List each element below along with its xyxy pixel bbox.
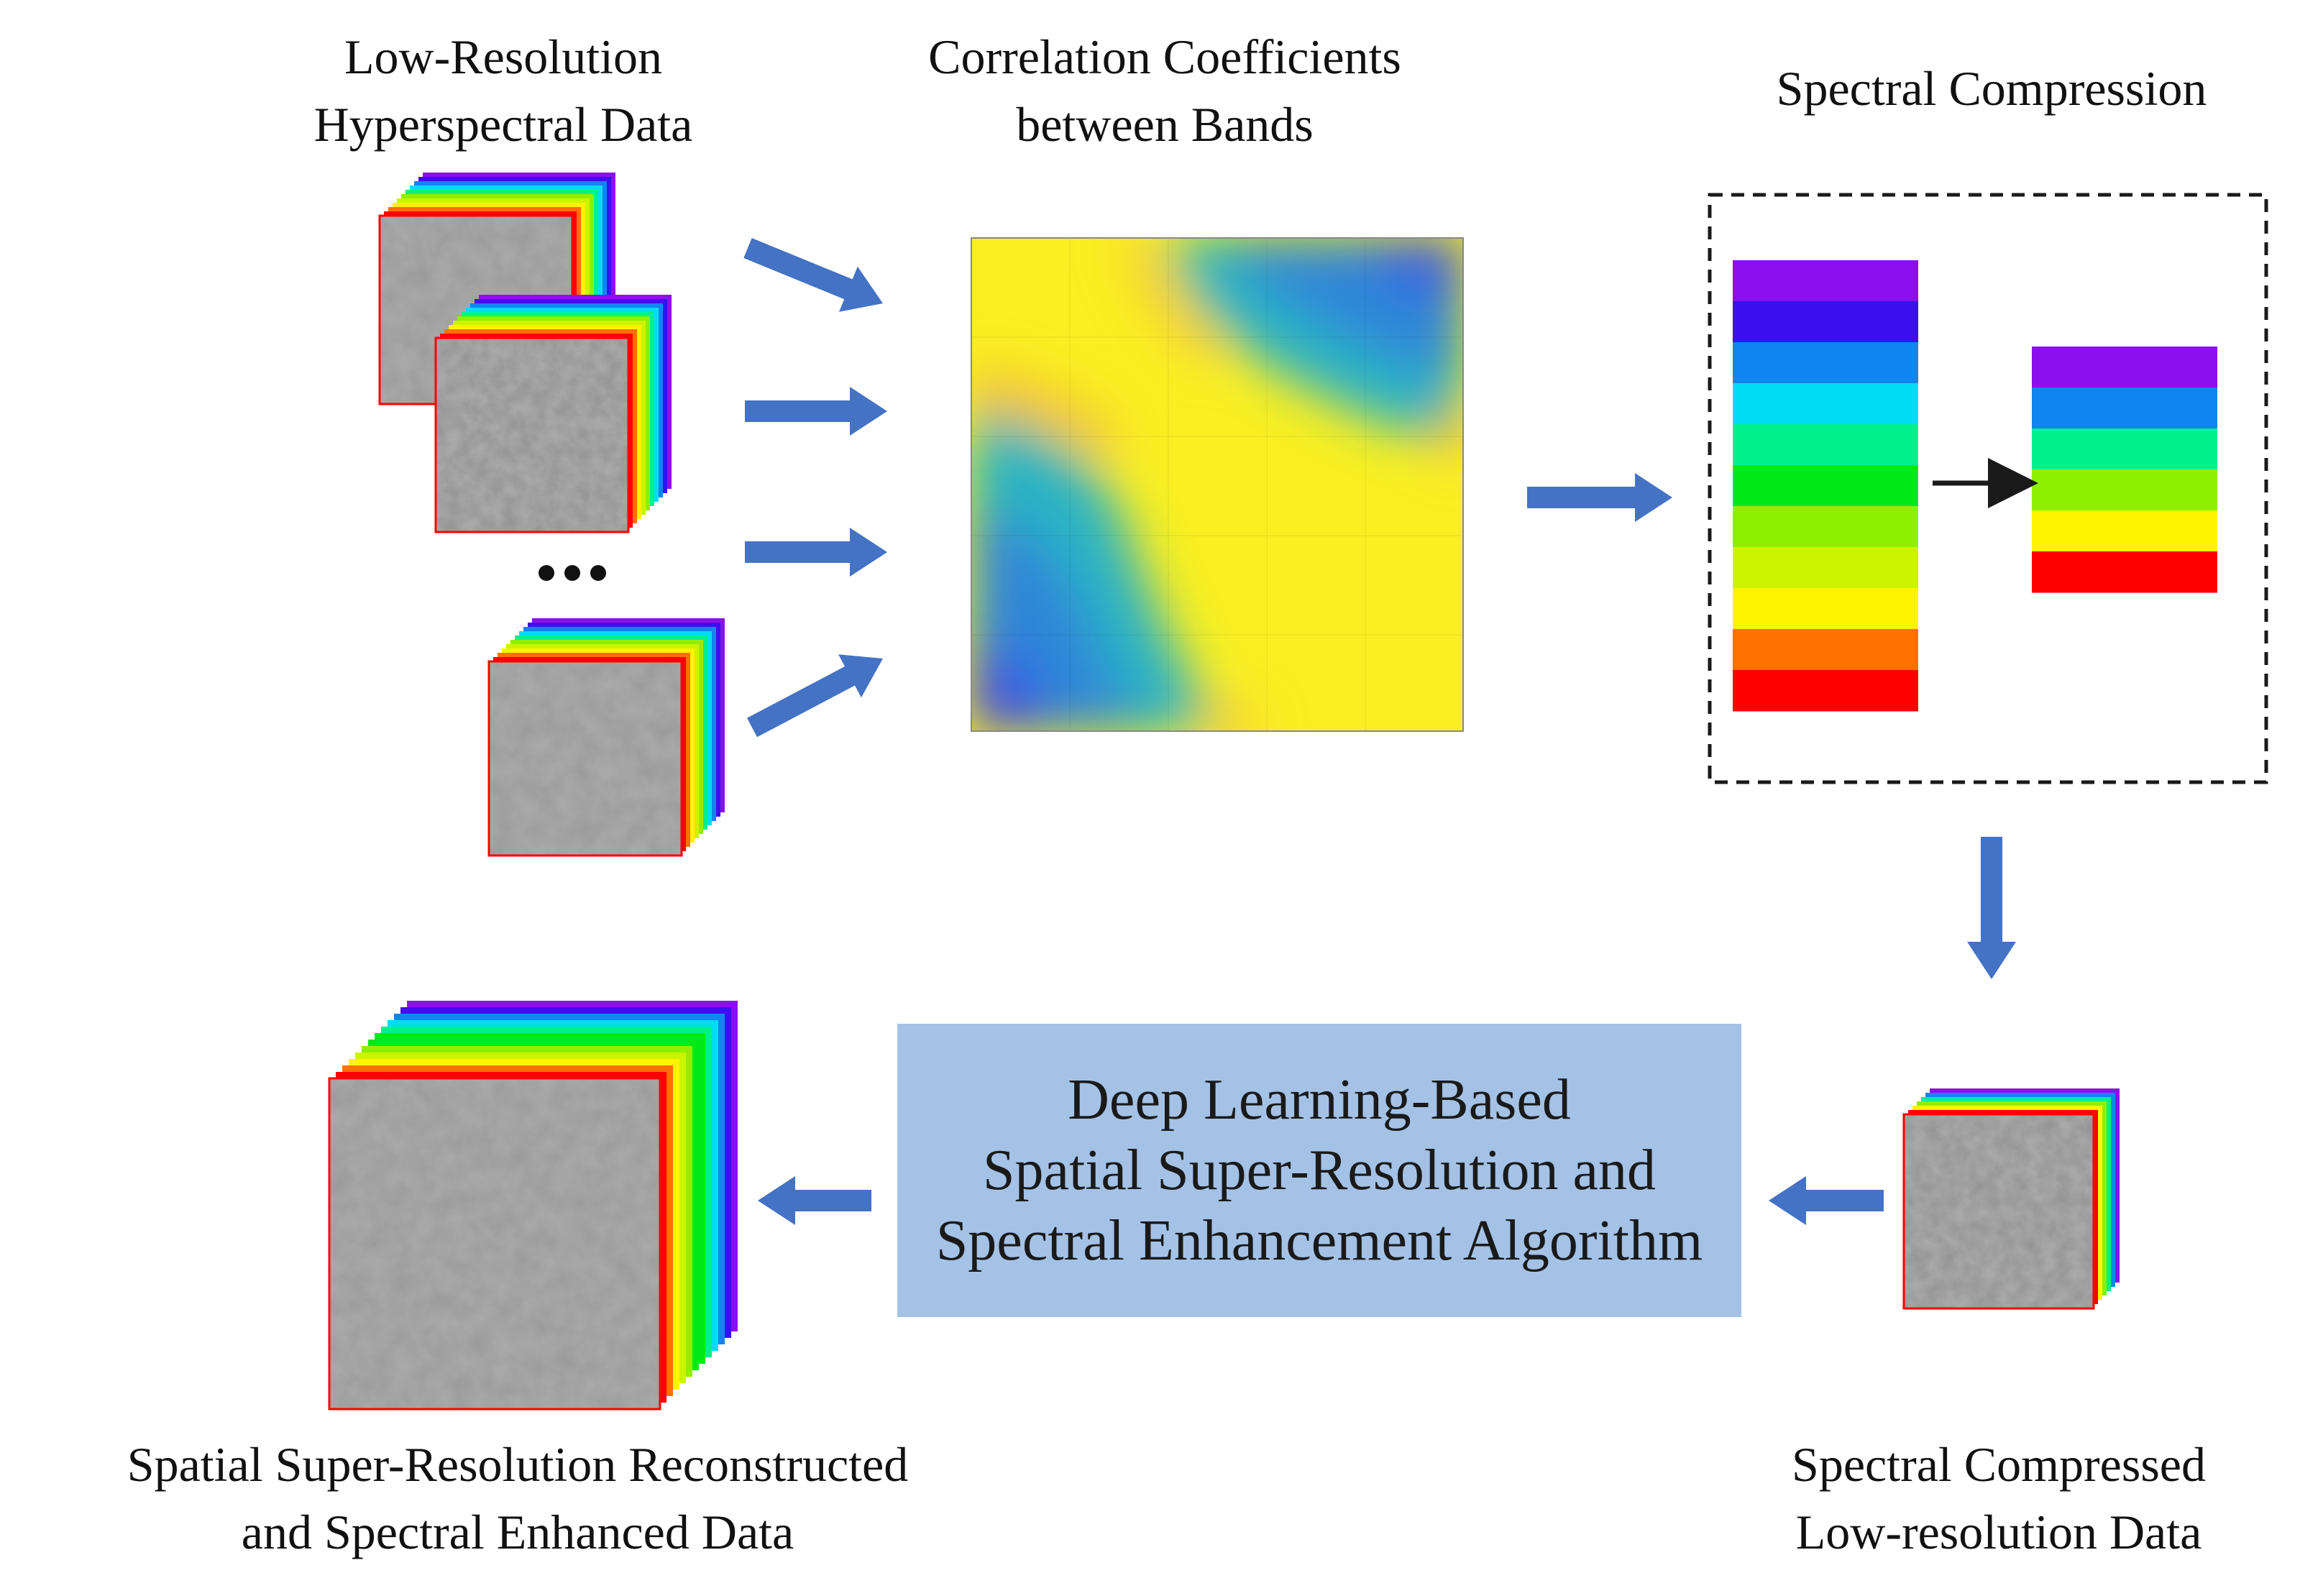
compressed-cube: [1902, 1088, 2120, 1310]
spectrum-band: [1733, 506, 1918, 548]
input-cube-3: [487, 618, 725, 857]
spectrum-band: [1733, 547, 1918, 589]
compressed-cube-texture: [1904, 1114, 2094, 1308]
spectrum-band: [2032, 510, 2217, 552]
output-data-label: Spatial Super-Resolution Reconstructed a…: [127, 1437, 909, 1559]
arrows-group: [743, 238, 2016, 1225]
input-data-label: Low-Resolution Hyperspectral Data: [313, 29, 693, 152]
arrow-cube-to-algorithm: [1769, 1176, 1884, 1225]
spectrum-band: [1733, 465, 1918, 507]
correlation-label: Correlation Coefficients between Bands: [928, 29, 1401, 152]
spectrum-band: [2032, 347, 2217, 388]
arrow-cube-dots-to-heatmap: [745, 528, 887, 577]
spectrum-band: [1733, 588, 1918, 630]
spectrum-band: [1733, 383, 1918, 425]
algorithm-box: Deep Learning-Based Spatial Super-Resolu…: [897, 1024, 1741, 1317]
spectrum-band: [1733, 301, 1918, 343]
correlation-heatmap: [971, 237, 1464, 732]
spectrum-band: [2032, 469, 2217, 511]
arrow-heatmap-to-compression: [1527, 473, 1672, 522]
spectrum-band: [2032, 551, 2217, 593]
compression-dashed-frame: [1708, 193, 2268, 784]
output-cube-texture: [329, 1078, 660, 1409]
arrow-algorithm-to-output: [758, 1176, 871, 1225]
full-spectrum-bar: [1733, 260, 1918, 712]
spectrum-band: [1733, 424, 1918, 466]
spectrum-band: [2032, 428, 2217, 470]
spectrum-band: [1733, 260, 1918, 302]
compressed-data-label: Spectral Compressed Low-resolution Data: [1792, 1437, 2206, 1559]
arrow-cube1-to-heatmap: [743, 238, 883, 312]
ellipsis-dots: [539, 565, 606, 581]
compressed-spectrum-bar: [2032, 347, 2217, 593]
arrow-cube3-to-heatmap: [747, 654, 883, 738]
cube3-texture: [489, 661, 682, 856]
arrow-compression-to-cube: [1967, 837, 2016, 979]
output-cube: [328, 1001, 738, 1411]
compression-label: Spectral Compression: [1776, 61, 2207, 116]
spectrum-band: [1733, 670, 1918, 712]
arrow-cube2-to-heatmap: [745, 387, 887, 436]
spectrum-band: [1733, 629, 1918, 671]
spectrum-band: [1733, 342, 1918, 384]
input-cube-2: [434, 295, 672, 533]
cube2-texture: [436, 338, 628, 532]
spectrum-band: [2032, 387, 2217, 429]
